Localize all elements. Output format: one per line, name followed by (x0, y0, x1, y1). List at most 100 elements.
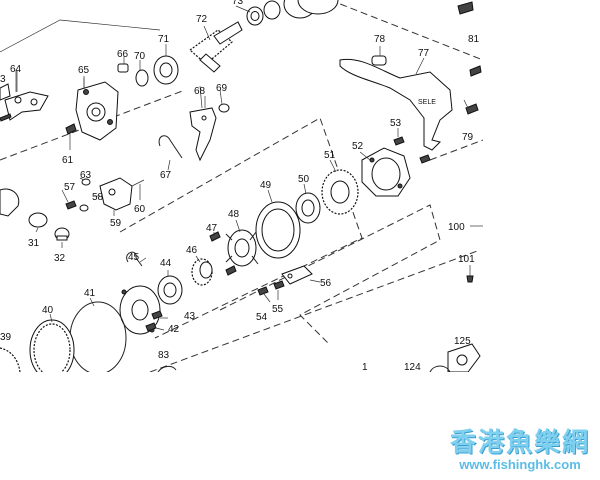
callout-48: 48 (228, 209, 240, 220)
part-43-screw (151, 310, 163, 320)
svg-text:SELE: SELE (418, 99, 436, 106)
part-64-bracket (4, 70, 49, 121)
part-83-shape (157, 365, 177, 372)
part-73-bearing (246, 0, 317, 26)
part-left-arm (0, 188, 20, 217)
callout-51: 51 (324, 150, 336, 161)
screw-left (0, 113, 12, 122)
part-32-cap (54, 227, 70, 241)
callout-40: 40 (42, 305, 54, 316)
watermark: 香港魚樂網 www.fishinghk.com (450, 428, 590, 472)
callout-81: 81 (468, 34, 480, 45)
part-69-washer (218, 103, 230, 113)
callout-69: 69 (216, 83, 228, 94)
part-49-drag-ring (255, 201, 301, 259)
part-63-washer (81, 178, 91, 186)
part-68-plate (189, 96, 217, 162)
part-72-pinion-gear (189, 21, 243, 73)
part-top-right-screw (457, 1, 474, 15)
part-77-lever: SELE (339, 58, 453, 151)
part-40-side-plate (29, 319, 75, 372)
part-31-bushing (28, 212, 48, 228)
part-56-lever (281, 265, 313, 285)
part-42-brake-plate (119, 285, 161, 335)
part-101-screw (466, 265, 474, 283)
part-54-screw (257, 286, 269, 296)
callout-79: 79 (462, 132, 474, 143)
part-65-frame (75, 78, 119, 141)
callout-57: 57 (64, 182, 76, 193)
callout-125: 125 (454, 336, 471, 347)
callout-32: 32 (54, 253, 66, 264)
watermark-url: www.fishinghk.com (459, 457, 581, 472)
callout-67: 67 (160, 170, 172, 181)
callout-58: 58 (92, 192, 104, 203)
part-55-screw (273, 280, 285, 290)
callout-44: 44 (160, 258, 172, 269)
part-124-shape (429, 365, 451, 372)
callout-55: 55 (272, 304, 284, 315)
part-47-screw (209, 231, 221, 242)
assembly-boundary-bottom (149, 249, 481, 372)
callout-63: 63 (80, 170, 92, 181)
callout-50: 50 (298, 174, 310, 185)
callout-66: 66 (117, 49, 129, 60)
part-59-bracket (99, 177, 133, 211)
part-52-cover (361, 147, 411, 197)
callout-43: 43 (184, 311, 196, 322)
callout-47: 47 (206, 223, 218, 234)
callout-78: 78 (374, 34, 386, 45)
assembly-boundary-lower (219, 204, 441, 346)
callout-61: 61 (62, 155, 74, 166)
callout-53: 53 (390, 118, 402, 129)
part-67-spring (158, 135, 183, 159)
callout-100: 100 (448, 222, 465, 233)
callout-64: 64 (10, 64, 22, 75)
part-53-screw-b (419, 154, 431, 164)
assembly-boundary-top (329, 0, 483, 61)
part-44-bearing (157, 275, 183, 305)
part-60-leaf (131, 179, 145, 187)
part-79-screw (465, 103, 479, 115)
callout-54: 54 (256, 312, 268, 323)
callout-56: 56 (320, 278, 332, 289)
part-58-washer (79, 204, 89, 212)
callout-71: 71 (158, 34, 170, 45)
part-51-ratchet (321, 169, 359, 215)
callout-101: 101 (458, 254, 475, 265)
part-53-screw (393, 136, 405, 146)
callout-83: 83 (158, 350, 170, 361)
part-66-pin (117, 63, 129, 73)
callout-60: 60 (134, 204, 146, 215)
part-48-plate (225, 229, 259, 267)
callout-42: 42 (168, 324, 180, 335)
part-callouts: 3 64 65 66 70 71 72 73 78 77 81 68 69 53… (0, 0, 480, 373)
leader-lines (15, 5, 469, 331)
part-71-bearing (153, 55, 179, 85)
part-57-screw (65, 200, 77, 210)
watermark-name: 香港魚樂網 (449, 428, 590, 458)
callout-77: 77 (418, 48, 430, 59)
callout-73: 73 (232, 0, 244, 7)
part-45-clip (126, 251, 143, 267)
part-81-screw (469, 65, 482, 77)
callout-39: 39 (0, 332, 12, 343)
callout-49: 49 (260, 180, 272, 191)
part-top-ring (297, 0, 339, 15)
screw-48-side (225, 265, 237, 276)
assembly-boundary-center (119, 117, 363, 339)
callout-31: 31 (28, 238, 40, 249)
part-125-knob (447, 343, 481, 372)
callout-52: 52 (352, 141, 364, 152)
callout-124: 124 (404, 362, 421, 373)
callout-46: 46 (186, 245, 198, 256)
callout-45: 45 (128, 252, 140, 263)
part-70-washer (135, 69, 149, 87)
assembly-boundary-right (429, 139, 483, 161)
part-50-bearing (295, 192, 321, 224)
part-41-o-ring (69, 301, 127, 372)
callout-1: 1 (362, 362, 368, 373)
part-46-spring (191, 258, 213, 286)
callout-72: 72 (196, 14, 208, 25)
